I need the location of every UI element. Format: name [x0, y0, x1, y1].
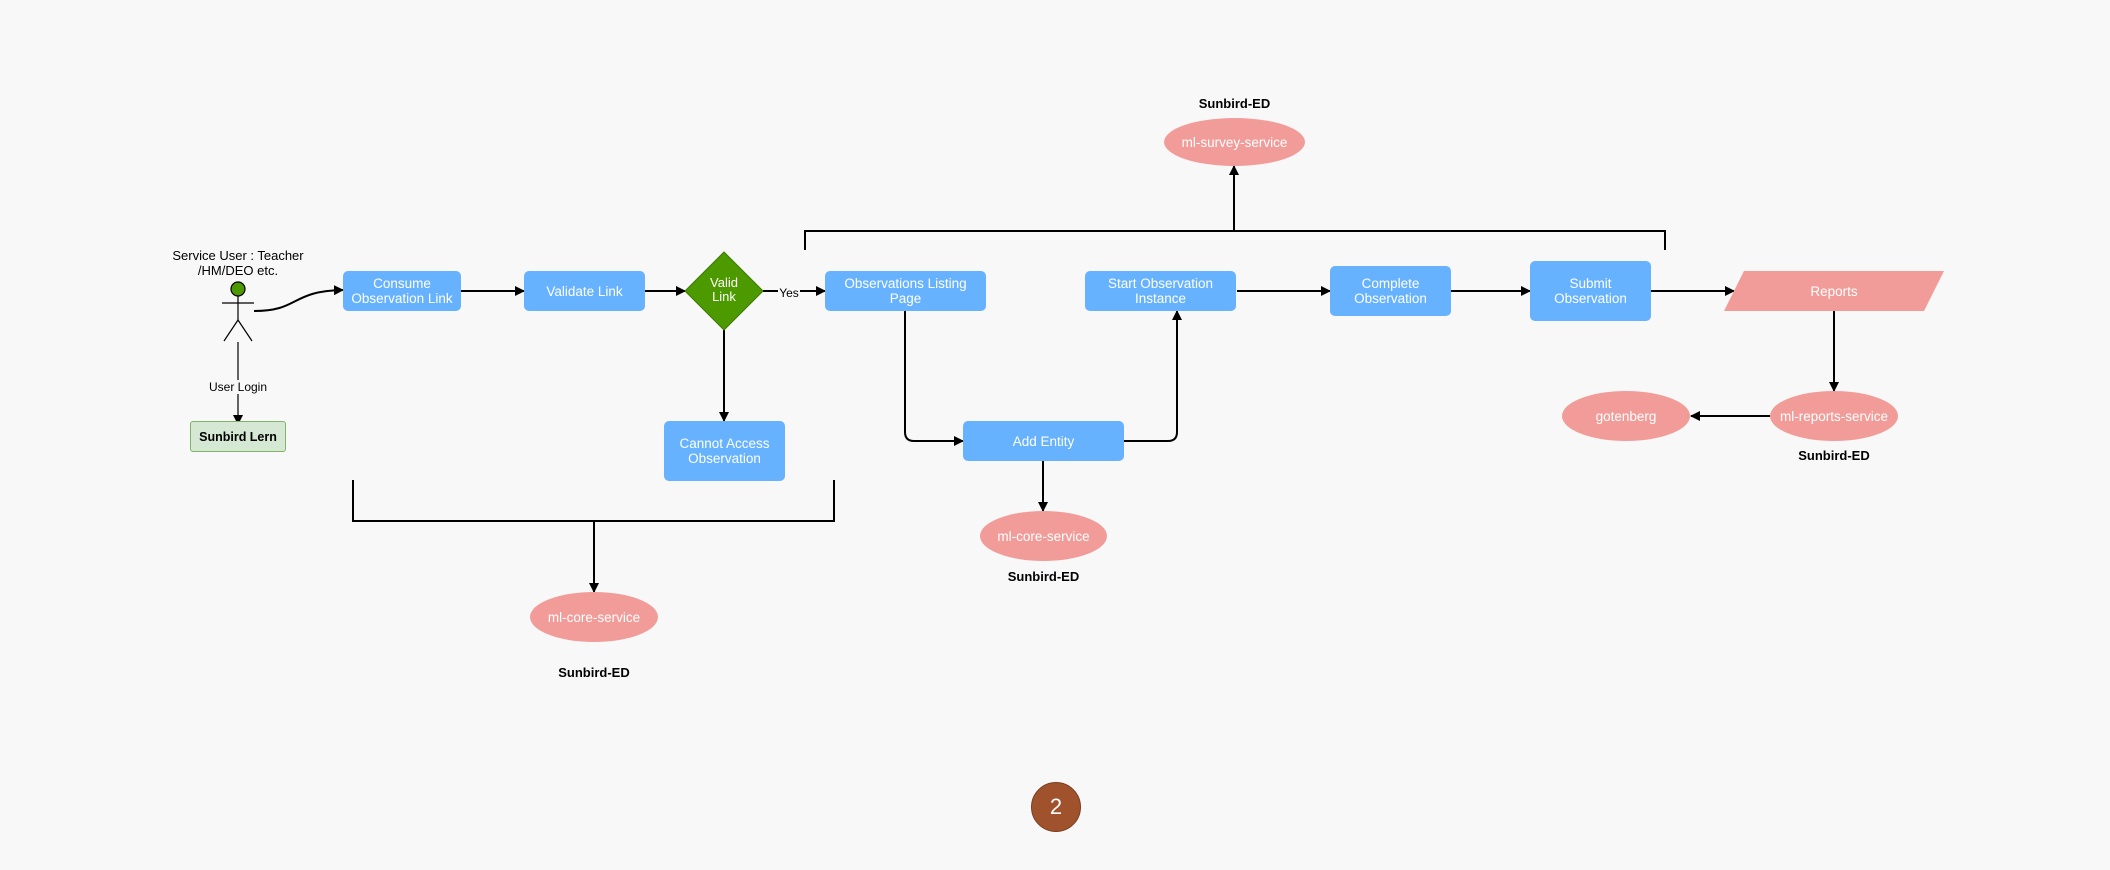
edge-addentity-start [1123, 310, 1182, 442]
submit-observation-box[interactable]: Submit Observation [1530, 261, 1651, 321]
valid-link-decision[interactable] [684, 251, 764, 331]
top-bracket [804, 230, 1666, 250]
core-bottom-caption: Sunbird-ED [558, 665, 630, 680]
edge-listing-addentity [904, 311, 964, 446]
ml-survey-service-node[interactable]: ml-survey-service [1164, 118, 1305, 166]
valid-link-label: Valid Link [710, 275, 738, 304]
core-entity-caption: Sunbird-ED [1007, 569, 1080, 584]
actor-figure [222, 281, 254, 342]
reports-shape[interactable] [1724, 271, 1944, 311]
survey-caption: Sunbird-ED [1198, 96, 1271, 111]
edge-label-yes: Yes [778, 286, 800, 300]
start-observation-instance-box[interactable]: Start Observation Instance [1085, 271, 1236, 311]
ml-core-service-bottom-node[interactable]: ml-core-service [530, 592, 658, 642]
reports-label: Reports [1810, 283, 1858, 299]
consume-observation-link-box[interactable]: Consume Observation Link [343, 271, 461, 311]
reports-caption: Sunbird-ED [1798, 448, 1870, 463]
sunbird-lern-node[interactable]: Sunbird Lern [190, 421, 286, 452]
actor-label: Service User : Teacher /HM/DEO etc. [172, 248, 304, 278]
complete-observation-box[interactable]: Complete Observation [1330, 266, 1451, 316]
cannot-access-observation-box[interactable]: Cannot Access Observation [664, 421, 785, 481]
ml-reports-service-node[interactable]: ml-reports-service [1770, 391, 1898, 441]
add-entity-box[interactable]: Add Entity [963, 421, 1124, 461]
page-number-badge: 2 [1031, 782, 1081, 832]
edge-label-login: User Login [196, 380, 280, 394]
edge-actor-consume [253, 285, 344, 312]
bottom-bracket [352, 480, 835, 522]
ml-core-service-entity-node[interactable]: ml-core-service [980, 511, 1107, 561]
validate-link-box[interactable]: Validate Link [524, 271, 645, 311]
gotenberg-node[interactable]: gotenberg [1562, 391, 1690, 441]
observations-listing-page-box[interactable]: Observations Listing Page [825, 271, 986, 311]
